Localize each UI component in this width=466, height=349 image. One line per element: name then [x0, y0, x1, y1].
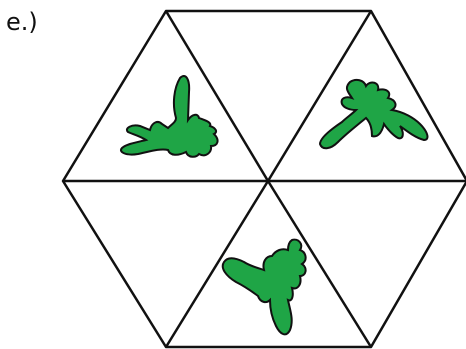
leaf-shape-upper-left: [121, 76, 218, 157]
divider-bottom-left: [166, 181, 268, 347]
leaf-shape-bottom: [223, 240, 306, 335]
leaf-shape-upper-right: [320, 80, 427, 148]
